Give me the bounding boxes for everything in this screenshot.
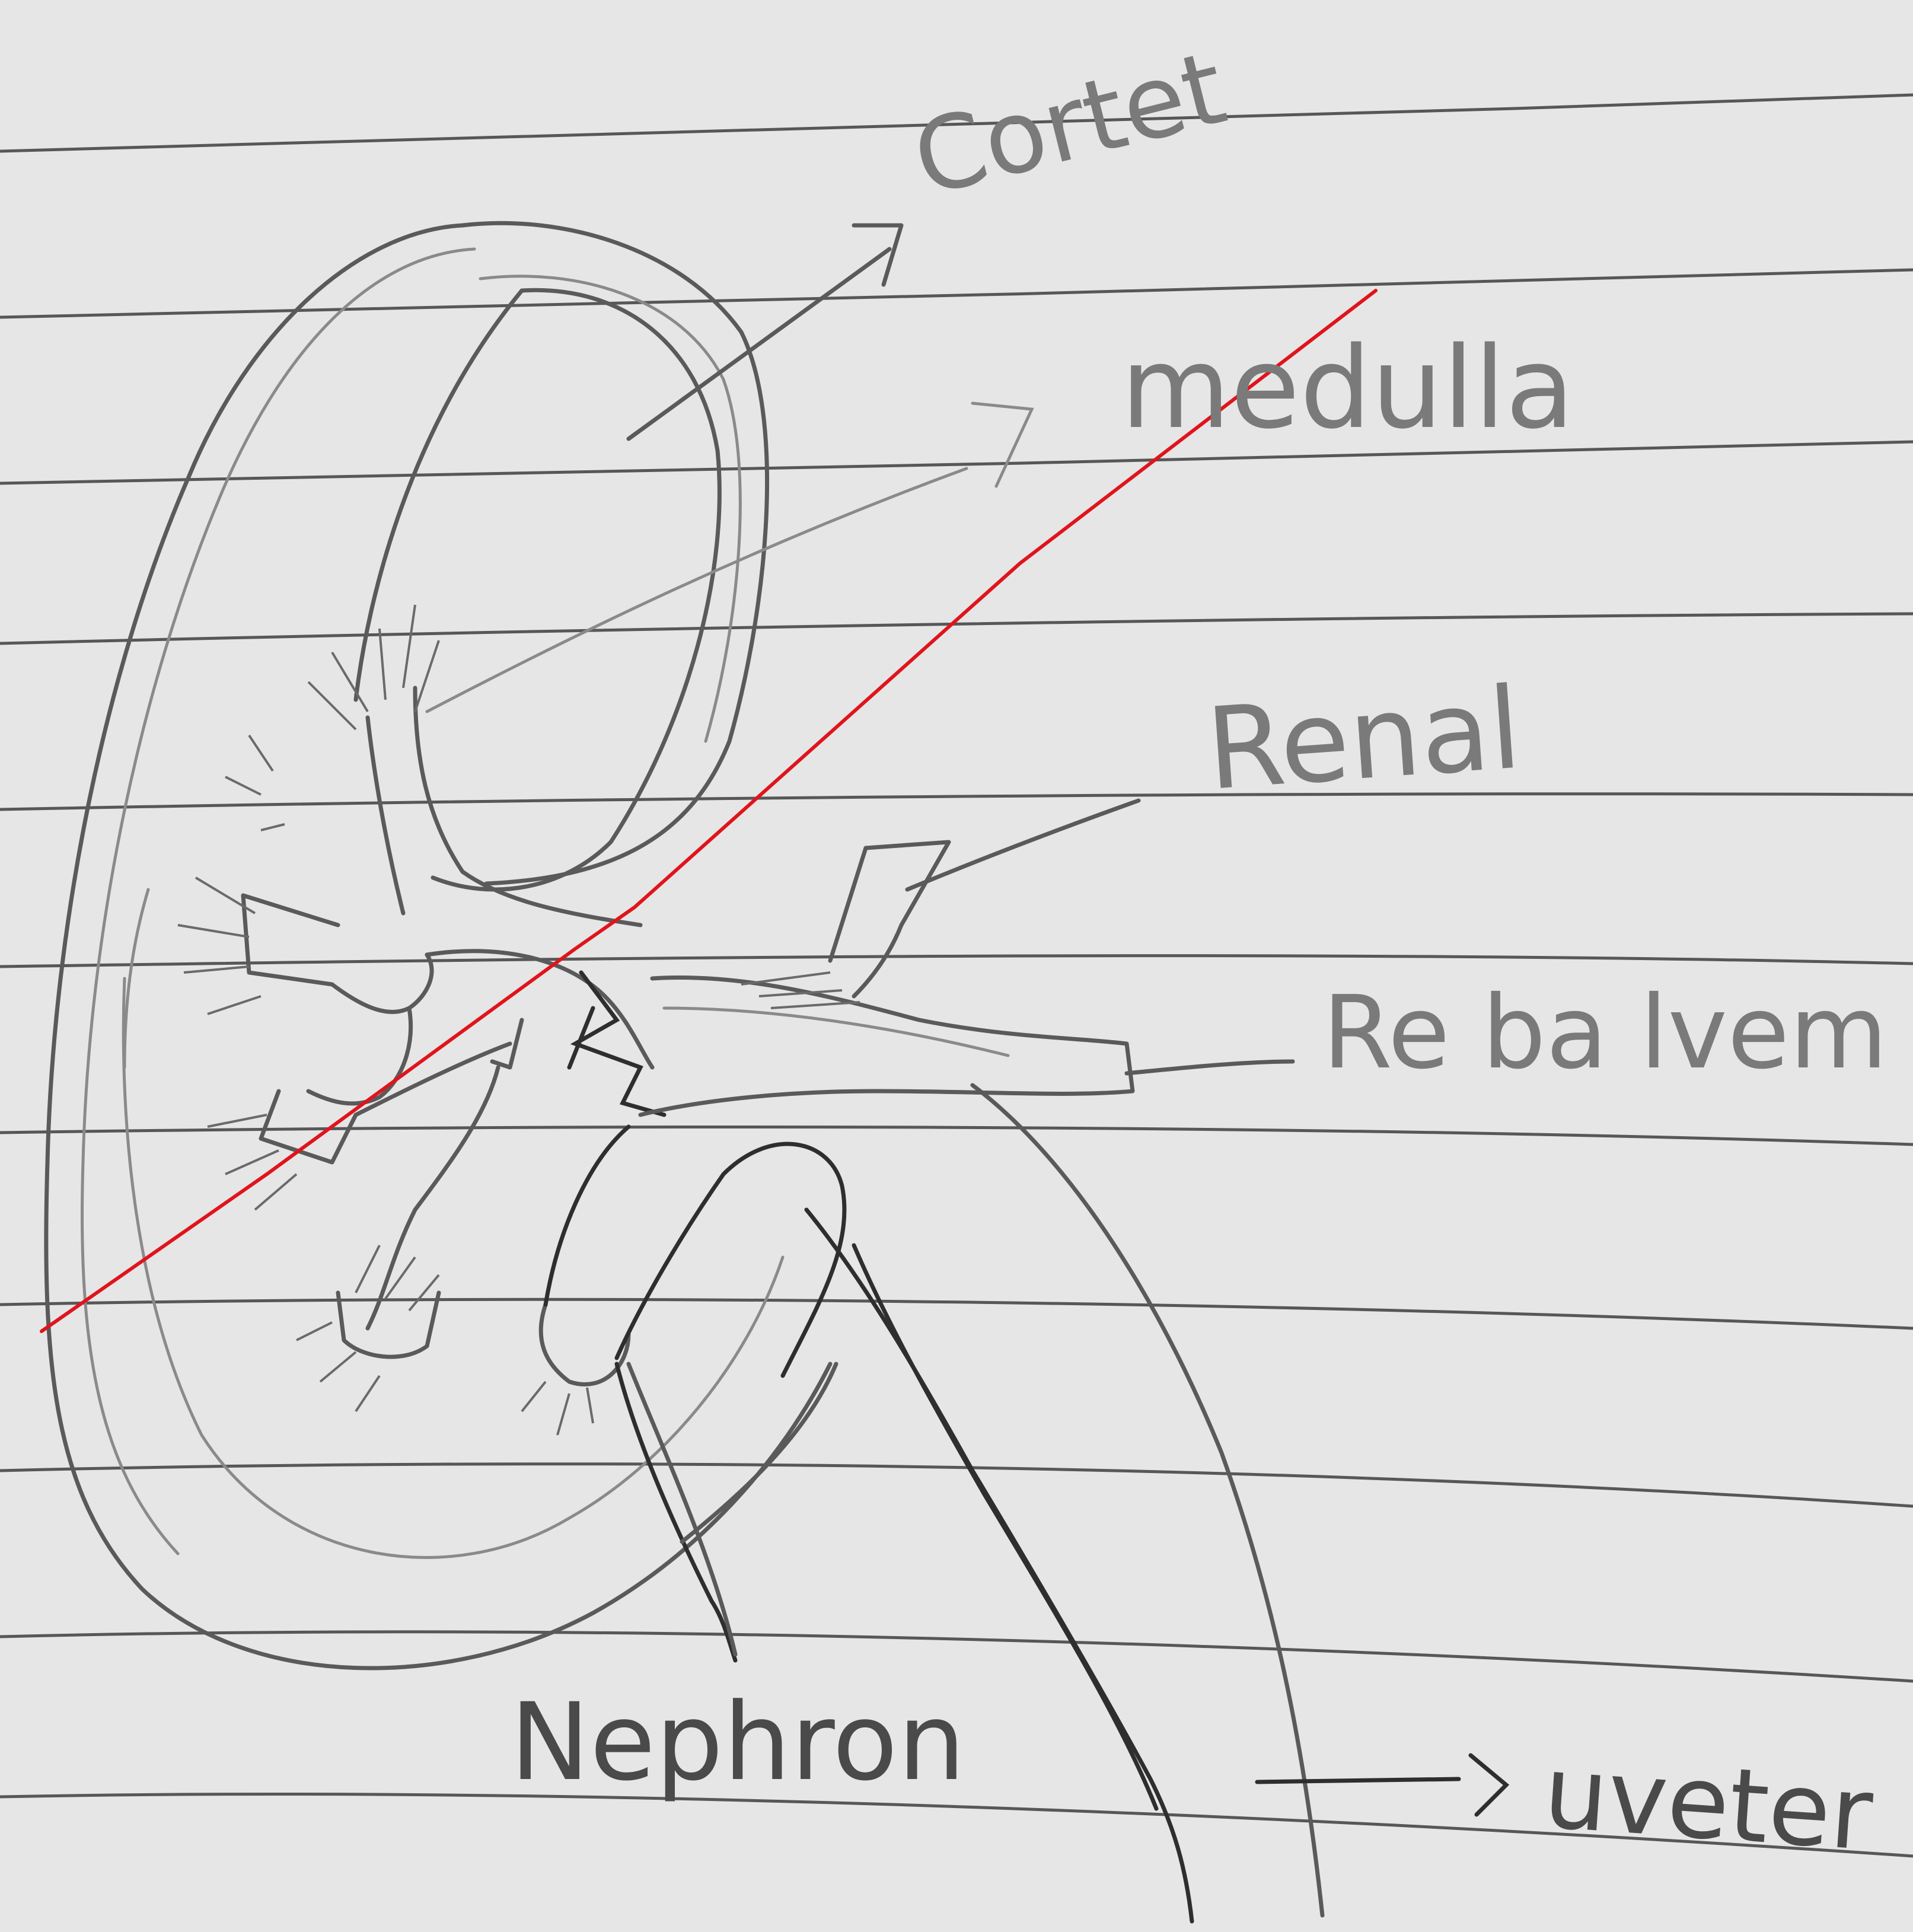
- label-renal-vein: Re ba lvem: [1322, 974, 1888, 1092]
- label-medulla: medulla: [1121, 323, 1574, 454]
- kidney-outer-outline: [46, 223, 830, 1668]
- renal-vessels: [640, 842, 1133, 1115]
- label-renal: Renal: [1203, 662, 1525, 815]
- nephron-loops: [546, 1127, 844, 1660]
- hatch-marks: [178, 605, 593, 1435]
- label-cortex: Cortet: [903, 29, 1236, 219]
- label-nephron: Nephron: [510, 1681, 965, 1805]
- label-ureter: uveter: [1540, 1733, 1876, 1873]
